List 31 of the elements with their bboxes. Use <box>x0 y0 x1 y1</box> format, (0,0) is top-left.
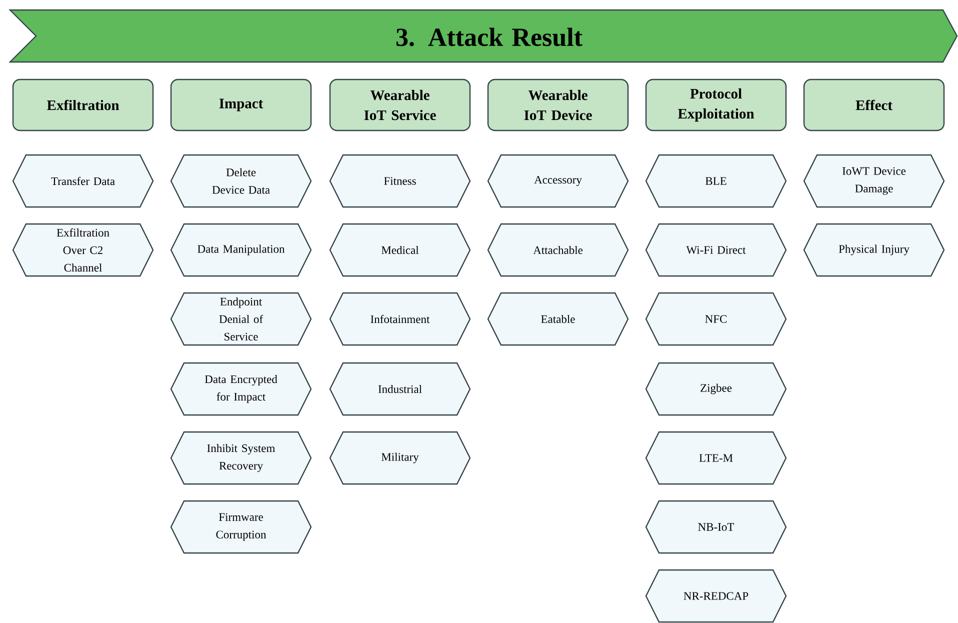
hexagon-box: BLE <box>645 154 787 208</box>
hexagon-box: Firmware Corruption <box>170 500 312 554</box>
hexagon-box: Medical <box>329 223 471 277</box>
hexagon-box: Attachable <box>487 223 629 277</box>
hexagon-box: Exfiltration Over C2 Channel <box>12 223 154 277</box>
hexagon-box: Industrial <box>329 362 471 416</box>
hexagon-box: NB-IoT <box>645 500 787 554</box>
category-box: Impact <box>170 78 312 132</box>
hexagon-box: Infotainment <box>329 292 471 346</box>
hexagon-box: Transfer Data <box>12 154 154 208</box>
hexagon-box: Military <box>329 431 471 485</box>
hexagon-box: NFC <box>645 292 787 346</box>
hexagon-box: Zigbee <box>645 362 787 416</box>
hexagon-box: Endpoint Denial of Service <box>170 292 312 346</box>
hexagon-box: Fitness <box>329 154 471 208</box>
category-box: Exfiltration <box>12 78 154 132</box>
category-box: Wearable IoT Device <box>487 78 629 132</box>
category-box: Wearable IoT Service <box>329 78 471 132</box>
hexagon-box: Accessory <box>487 154 629 208</box>
hexagon-box: Delete Device Data <box>170 154 312 208</box>
hexagon-box: Inhibit System Recovery <box>170 431 312 485</box>
hexagon-box: Data Manipulation <box>170 223 312 277</box>
hexagon-box: NR-REDCAP <box>645 569 787 623</box>
category-box: Protocol Exploitation <box>645 78 787 132</box>
hexagon-box: IoWT Device Damage <box>803 154 945 208</box>
hexagon-box: LTE-M <box>645 431 787 485</box>
category-box: Effect <box>803 78 945 132</box>
hexagon-box: Physical Injury <box>803 223 945 277</box>
hexagon-box: Eatable <box>487 292 629 346</box>
hexagon-box: Data Encrypted for Impact <box>170 362 312 416</box>
hexagon-box: Wi-Fi Direct <box>645 223 787 277</box>
